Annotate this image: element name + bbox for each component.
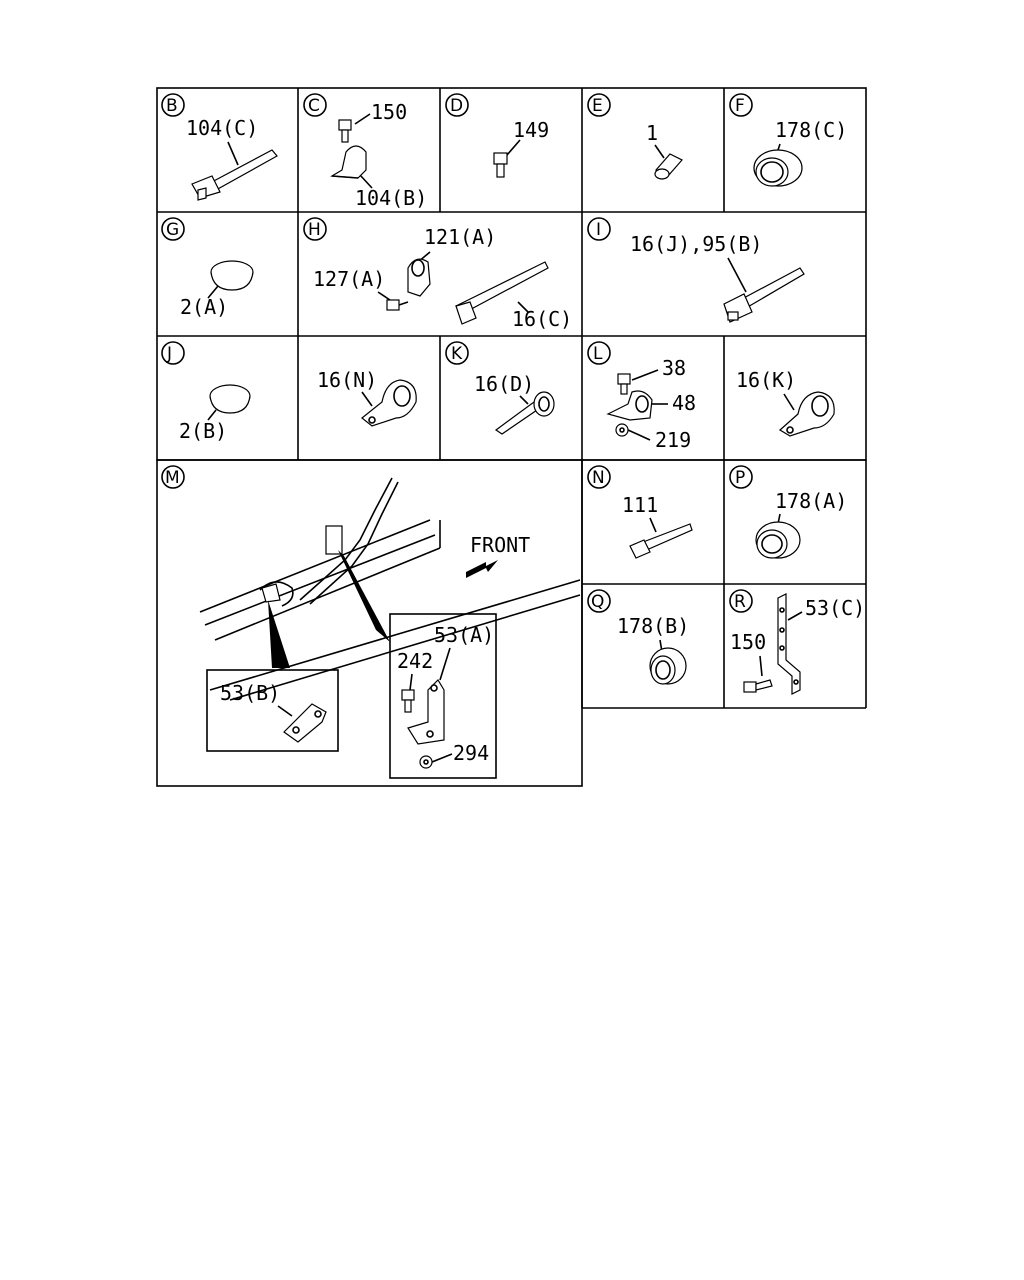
arrow-right-icon — [466, 560, 498, 578]
grid-lines — [156, 87, 867, 787]
part-label: 38 — [662, 356, 686, 380]
grommet-icon — [649, 647, 687, 685]
cell-d: D 149 — [445, 93, 549, 178]
spacer-sleeve-icon — [654, 153, 683, 180]
inset-53a — [389, 613, 497, 779]
cell-letter: P — [735, 468, 745, 488]
cable-tie-clip-icon — [723, 267, 805, 323]
cable-tie-icon — [629, 523, 693, 559]
cell-i: I 16(J),95(B) — [587, 217, 805, 323]
cell-g: G 2(A) — [161, 217, 254, 319]
bolt-icon — [401, 689, 415, 713]
cell-f: F 178(C) — [729, 93, 847, 187]
part-label: 121(A) — [424, 225, 496, 249]
part-label: 53(C) — [805, 596, 865, 620]
clamp-icon — [407, 258, 431, 297]
cell-letter: B — [166, 96, 178, 116]
nut-icon — [615, 423, 629, 437]
bolt-icon — [743, 679, 773, 693]
clip-bolt-icon — [330, 119, 367, 179]
part-label: 242 — [397, 649, 433, 673]
screw-icon — [386, 299, 409, 311]
frame-rail-drawing — [199, 477, 581, 701]
clip-ring-icon — [494, 391, 555, 435]
part-label: 53(B) — [220, 681, 280, 705]
grommet-icon — [755, 521, 801, 559]
cell-h: H 121(A) 127(A) 16(C) — [303, 217, 572, 331]
part-label: 16(C) — [512, 307, 572, 331]
front-label: FRONT — [470, 533, 530, 557]
cell-n: N 111 — [587, 465, 693, 559]
cell-k: K 16(D) — [445, 341, 555, 435]
part-label: 1 — [646, 121, 658, 145]
part-label: 16(D) — [474, 372, 534, 396]
part-label: 178(C) — [775, 118, 847, 142]
part-label: 127(A) — [313, 267, 385, 291]
part-label: 16(K) — [736, 368, 796, 392]
cell-letter: M — [165, 468, 180, 488]
part-label: 2(A) — [180, 295, 228, 319]
cell-e: E 1 — [587, 93, 683, 180]
cell-letter: N — [592, 468, 605, 488]
cell-letter: R — [734, 592, 746, 612]
cell-letter-circle — [161, 93, 185, 117]
cell-letter: K — [451, 344, 463, 364]
cell-letter: J — [166, 344, 172, 364]
cable-tie-clip-icon — [191, 149, 278, 201]
part-label: 149 — [513, 118, 549, 142]
cell-letter: G — [166, 220, 179, 240]
bolt-icon — [617, 373, 631, 395]
inset-53b — [206, 669, 339, 752]
part-label: 219 — [655, 428, 691, 452]
cable-tie-icon — [455, 261, 549, 325]
part-label: 104(C) — [186, 116, 258, 140]
part-label: 294 — [453, 741, 489, 765]
part-label: 16(N) — [317, 368, 377, 392]
cell-letter: H — [308, 220, 321, 240]
part-label: 111 — [622, 493, 658, 517]
part-label: 178(A) — [775, 489, 847, 513]
plug-cap-icon — [209, 384, 251, 414]
part-label: 150 — [730, 630, 766, 654]
cell-letter: Q — [591, 592, 604, 612]
cell-letter: L — [593, 344, 603, 364]
nut-icon — [419, 755, 433, 769]
angle-bracket-icon — [283, 703, 327, 743]
cell-16n: 16(N) — [317, 368, 417, 427]
p-clamp-icon — [778, 391, 835, 437]
cell-q: Q 178(B) — [587, 589, 689, 685]
p-clamp-icon — [361, 379, 417, 427]
long-bracket-icon — [777, 593, 801, 695]
cell-l: L 38 48 219 — [587, 341, 696, 452]
part-label: 48 — [672, 391, 696, 415]
part-label: 104(B) — [355, 186, 427, 210]
cell-letter: D — [450, 96, 463, 116]
bracket-icon — [407, 679, 445, 745]
cell-letter: I — [596, 220, 601, 240]
cell-p: P 178(A) — [729, 465, 847, 559]
cell-r: R 53(C) 150 — [729, 589, 865, 695]
cell-letter: F — [735, 96, 745, 116]
cell-c: C 150 104(B) — [303, 93, 427, 210]
cell-b: B 104(C) — [161, 93, 278, 201]
part-label: 178(B) — [617, 614, 689, 638]
cell-letter: E — [592, 96, 603, 116]
clamp-bracket-icon — [606, 390, 653, 421]
plug-cap-icon — [210, 260, 254, 291]
part-label: 2(B) — [179, 419, 227, 443]
cell-letter: C — [308, 96, 320, 116]
callout-wedges — [268, 550, 390, 668]
bolt-icon — [493, 152, 508, 178]
cell-j: J 2(B) — [161, 341, 251, 443]
grommet-icon — [753, 149, 803, 187]
part-label: 150 — [371, 100, 407, 124]
part-label: 53(A) — [434, 623, 494, 647]
part-label: 16(J),95(B) — [630, 232, 762, 256]
cell-16k: 16(K) — [736, 368, 835, 437]
cell-m: M FRONT 53(B) — [161, 465, 581, 779]
